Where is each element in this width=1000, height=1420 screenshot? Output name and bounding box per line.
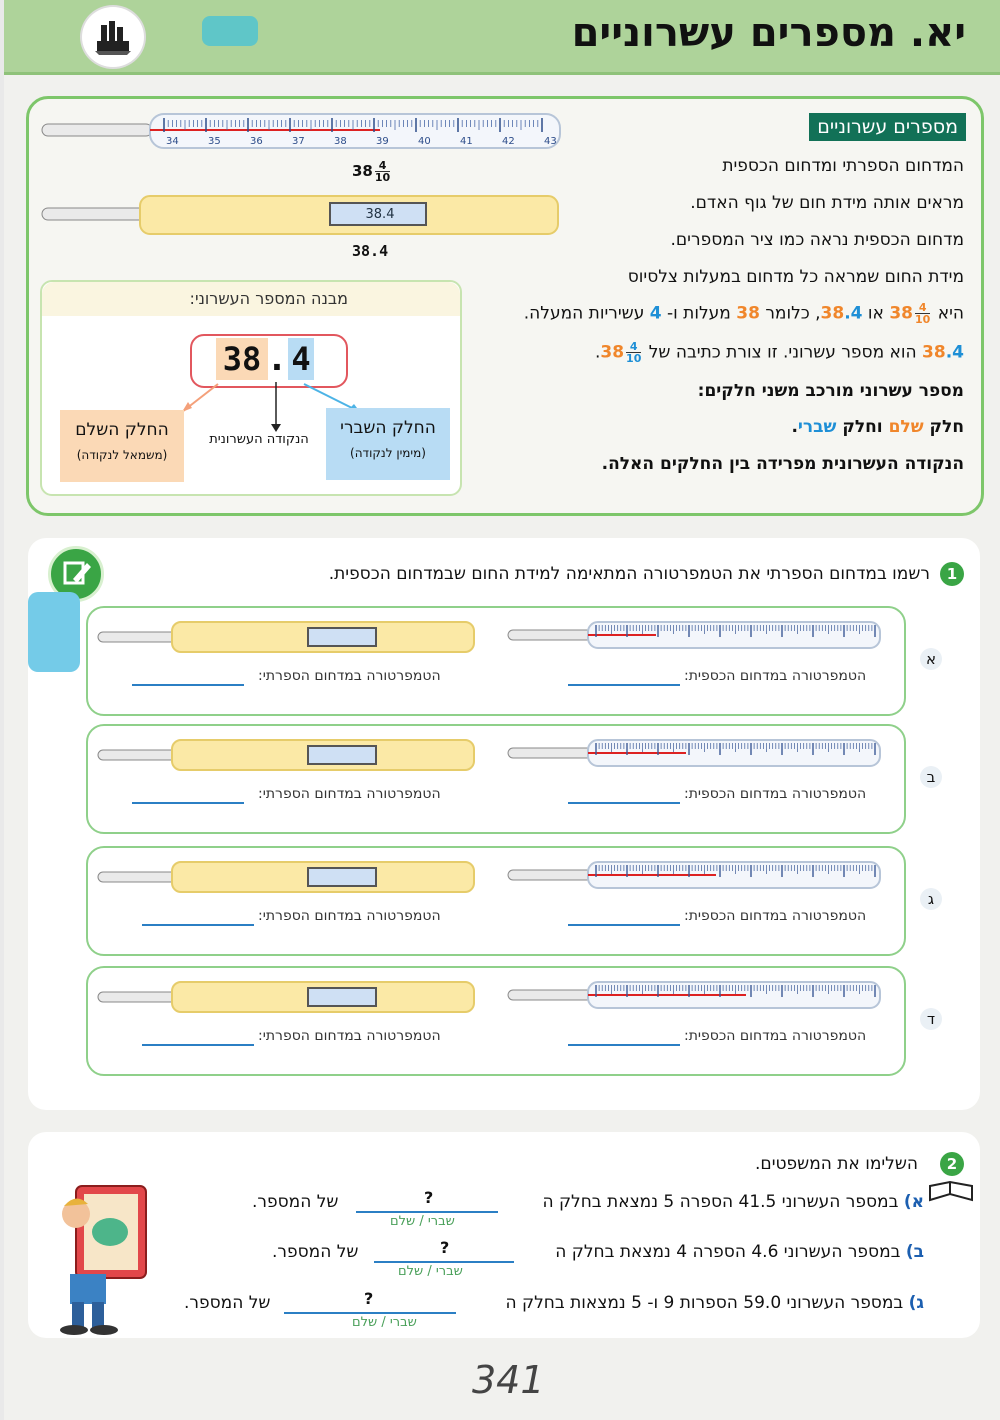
tick-label: 42 xyxy=(502,136,515,147)
fraction-part-label: החלק השברי xyxy=(340,418,436,438)
exercise-2-section xyxy=(28,1132,980,1338)
concept-tag: מספרים עשרוניים xyxy=(809,113,966,141)
answer-q-b: ? xyxy=(440,1238,450,1257)
concept-line-9: הנקודה העשרונית מפרידה בין החלקים האלה. xyxy=(601,454,964,474)
digital-temp-input[interactable] xyxy=(132,684,244,686)
exercise-2-instruction: השלימו את המשפטים. xyxy=(755,1154,918,1174)
side-blue-tab[interactable] xyxy=(28,592,80,672)
digital-display-value: 38.4 xyxy=(365,207,395,222)
whole-part-digits: 38 xyxy=(216,338,268,380)
decimal-structure-box: מבנה המספר העשרוני: 38 . 4 החלק השלם (מש… xyxy=(40,280,462,496)
whole-part-sub: (משמאל לנקודה) xyxy=(76,448,168,462)
sentence-end-c: של המספר. xyxy=(184,1293,271,1313)
mercury-temp-input[interactable] xyxy=(568,924,680,926)
answer-q-c: ? xyxy=(364,1289,374,1308)
fraction-part-card: החלק השברי (מימין לנקודה) xyxy=(326,408,450,480)
page-number: 341 xyxy=(472,1358,545,1402)
mercury-temp-input[interactable] xyxy=(568,802,680,804)
digital-temp-input[interactable] xyxy=(142,924,254,926)
sentence-end-a: של המספר. xyxy=(252,1192,339,1212)
concept-line-8: חלק שלם וחלק שברי. xyxy=(791,417,964,437)
tick-label: 39 xyxy=(376,136,389,147)
row-letter: ג xyxy=(920,888,942,910)
digital-thermometer xyxy=(97,981,475,1013)
mercury-thermometer xyxy=(507,861,881,889)
row-letter: ד xyxy=(920,1008,942,1030)
answer-q-a: ? xyxy=(424,1188,434,1207)
digital-temp-label: הטמפרטורה במדחום הספרתי: xyxy=(258,668,441,684)
digital-temp-input[interactable] xyxy=(132,802,244,804)
row-letter: א xyxy=(920,648,942,670)
mercury-thermometer xyxy=(507,621,881,649)
tick-label: 34 xyxy=(166,136,179,147)
exercise-2-item-b: ב) במספר העשרוני 4.6 הספרה 4 נמצאת בחלק … xyxy=(555,1242,924,1262)
sentence-end-b: של המספר. xyxy=(272,1242,359,1262)
mercury-temp-input[interactable] xyxy=(568,684,680,686)
fraction-part-digit: 4 xyxy=(288,338,314,380)
answer-hint-b: שברי / שלם xyxy=(398,1264,463,1279)
tick-label: 37 xyxy=(292,136,305,147)
answer-hint-c: שברי / שלם xyxy=(352,1315,417,1330)
book-logo-icon xyxy=(80,5,146,69)
mercury-temp-input[interactable] xyxy=(568,1044,680,1046)
mercury-thermometer xyxy=(507,981,881,1009)
mercury-temp-label: הטמפרטורה במדחום הכספית: xyxy=(684,668,867,684)
tick-label: 35 xyxy=(208,136,221,147)
mercury-temp-label: הטמפרטורה במדחום הכספית: xyxy=(684,786,867,802)
digital-thermometer xyxy=(97,621,475,653)
tick-label: 40 xyxy=(418,136,431,147)
digital-thermometer xyxy=(97,739,475,771)
mercury-thermometer xyxy=(507,739,881,767)
answer-blank-a[interactable] xyxy=(356,1211,498,1213)
digital-temp-label: הטמפרטורה במדחום הספרתי: xyxy=(258,786,441,802)
digital-thermometer xyxy=(97,861,475,893)
digital-example-label: 38.4 xyxy=(352,242,389,260)
whole-part-label: החלק השלם xyxy=(75,420,169,440)
answer-blank-b[interactable] xyxy=(374,1261,514,1263)
concept-line-2: מראים אותה מידת חום של גוף האדם. xyxy=(690,193,964,213)
concept-line-6: 38.4 הוא מספר עשרוני. זו צורת כתיבה של 4… xyxy=(594,340,964,365)
exercise-2-badge: 2 xyxy=(940,1152,964,1176)
digital-temp-label: הטמפרטורה במדחום הספרתי: xyxy=(258,908,441,924)
answer-hint-a: שברי / שלם xyxy=(390,1214,455,1229)
answer-blank-c[interactable] xyxy=(284,1312,456,1314)
tick-label: 36 xyxy=(250,136,263,147)
concept-line-4: מידת החום שמראה כל מדחום במעלות צלסיוס xyxy=(627,267,964,287)
mercury-thermometer-example: 34 35 36 37 38 39 40 41 42 43 xyxy=(41,113,561,149)
exercise-2-item-c: ג) במספר העשרוני 59.0 הספרות 9 ו- 5 נמצא… xyxy=(505,1293,925,1313)
row-letter: ב xyxy=(920,766,942,788)
reading-kid-illustration xyxy=(60,1185,147,1335)
concept-line-7: מספר עשרוני מורכב משני חלקים: xyxy=(697,381,964,401)
tick-label: 38 xyxy=(334,136,347,147)
mercury-temp-label: הטמפרטורה במדחום הכספית: xyxy=(684,1028,867,1044)
exercise-2-item-a: א) במספר העשרוני 41.5 הספרה 5 נמצאת בחלק… xyxy=(542,1192,924,1212)
exercise-1-badge: 1 xyxy=(940,562,964,586)
concept-line-3: מדחום הכספית נראה כמו ציר המספרים. xyxy=(670,230,965,250)
open-book-icon xyxy=(929,1180,973,1202)
exercise-1-instruction: רשמו במדחום הספרתי את הטמפרטורה המתאימה … xyxy=(328,564,930,584)
mercury-temp-label: הטמפרטורה במדחום הכספית: xyxy=(684,908,867,924)
tick-label: 41 xyxy=(460,136,473,147)
point-label: הנקודה העשרונית xyxy=(209,432,309,447)
digital-temp-label: הטמפרטורה במדחום הספרתי: xyxy=(258,1028,441,1044)
page-title: יא. מספרים עשרוניים xyxy=(571,10,966,56)
tick-label: 43 xyxy=(544,136,557,147)
digital-thermometer-example xyxy=(41,195,559,235)
decimal-point: . xyxy=(270,340,284,378)
concept-line-1: המדחום הספרתי ומדחום הכספית xyxy=(722,156,964,176)
fraction-part-sub: (מימין לנקודה) xyxy=(350,446,426,460)
teal-tab-button[interactable] xyxy=(202,16,258,46)
structure-title: מבנה המספר העשרוני: xyxy=(189,289,348,308)
whole-part-card: החלק השלם (משמאל לנקודה) xyxy=(60,410,184,482)
header-bar: יא. מספרים עשרוניים xyxy=(4,0,1000,75)
digital-temp-input[interactable] xyxy=(142,1044,254,1046)
